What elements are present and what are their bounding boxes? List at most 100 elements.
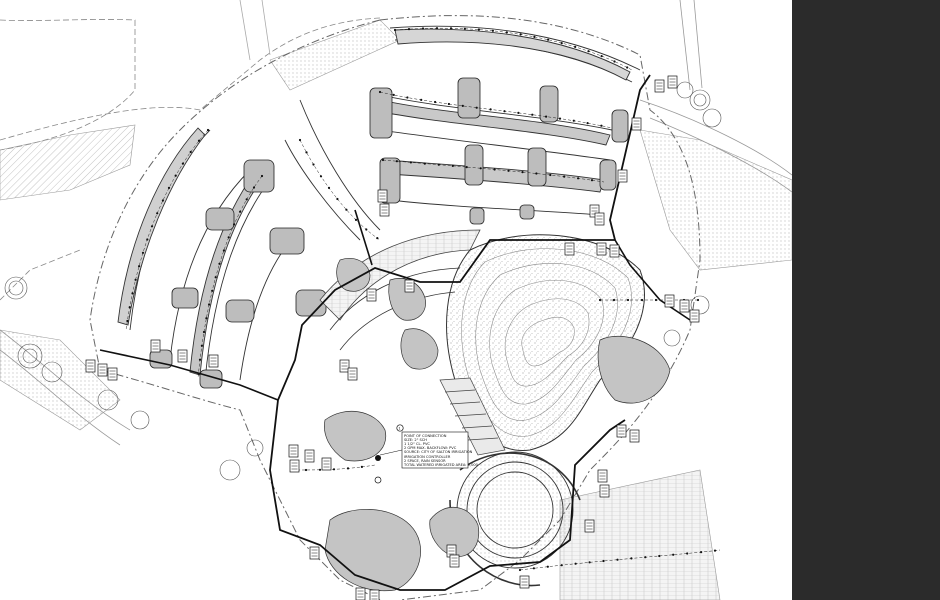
sprinkler-head-icon — [475, 106, 478, 109]
sprinkler-head-icon — [626, 298, 630, 302]
irrigation-mainline-west — [99, 209, 691, 401]
sprinkler-head-icon — [600, 55, 603, 58]
sprinkler-head-icon — [503, 110, 506, 113]
sprinkler-head-icon — [214, 276, 217, 279]
sprinkler-head-icon — [206, 128, 210, 132]
sprinkler-head-icon — [392, 93, 395, 96]
sprinkler-head-icon — [532, 567, 536, 570]
sprinkler-head-icon — [518, 568, 522, 572]
callout-line-4: 2 GPM MAX. BACKFLOW: PVC — [404, 446, 457, 450]
sprinkler-head-icon — [126, 319, 129, 323]
sprinkler-head-icon — [346, 467, 350, 470]
sprinkler-head-icon — [451, 164, 454, 167]
sprinkler-head-icon — [345, 208, 348, 211]
sprinkler-head-icon — [260, 174, 264, 178]
parking-lot-north — [284, 25, 641, 241]
sprinkler-head-icon — [672, 553, 675, 556]
sprinkler-head-icon — [658, 554, 661, 558]
sprinkler-head-icon — [493, 168, 496, 171]
sprinkler-head-icon — [197, 139, 201, 142]
sprinkler-head-icon — [252, 186, 256, 189]
sprinkler-head-icon — [409, 161, 412, 164]
sprinkler-head-icon — [546, 565, 549, 568]
sprinkler-head-icon — [202, 330, 206, 334]
hatched-areas — [0, 19, 792, 600]
sprinkler-head-icon — [616, 558, 619, 561]
sprinkler-head-icon — [222, 249, 225, 252]
sprinkler-head-icon — [479, 167, 482, 170]
sprinkler-head-icon — [211, 289, 214, 292]
sprinkler-head-icon — [181, 162, 184, 165]
valve-tags — [85, 75, 700, 600]
sprinkler-head-icon — [365, 228, 368, 231]
sprinkler-head-icon — [505, 31, 508, 34]
sprinkler-head-icon — [395, 160, 398, 163]
sprinkler-head-icon — [141, 251, 145, 254]
sprinkler-head-icon — [626, 66, 629, 69]
sprinkler-head-icon — [174, 174, 177, 177]
sprinkler-head-icon — [586, 122, 589, 125]
sprinkler-head-icon — [376, 237, 379, 240]
callout-box — [401, 431, 469, 469]
valve-tag-icon[interactable] — [369, 589, 380, 600]
sprinkler-head-icon — [700, 551, 703, 554]
sprinkler-head-icon — [298, 138, 302, 142]
viewer-side-panel — [792, 0, 940, 600]
sprinkler-head-icon — [465, 166, 468, 169]
sprinkler-head-icon — [423, 162, 426, 165]
sprinkler-head-icon — [545, 115, 548, 118]
point-of-connection-callout[interactable]: 1 POINT OF CONNECTION SIZE: 2" SCH 1 1/2… — [374, 424, 479, 484]
sprinkler-head-icon — [227, 236, 230, 239]
sprinkler-head-icon — [531, 113, 534, 116]
sprinkler-head-icon — [312, 163, 315, 166]
irrigation-mainline — [269, 74, 651, 591]
sprinkler-head-icon — [208, 303, 211, 306]
sprinkler-head-icon — [574, 562, 577, 565]
sprinkler-head-icon — [319, 175, 323, 178]
callout-line-8: TOTAL WATERED IRRIGATED AREA: 0,000 — [403, 463, 479, 467]
callout-number: 1 — [398, 427, 400, 431]
sprinkler-head-icon — [533, 35, 536, 39]
sprinkler-head-icon — [381, 158, 385, 162]
sprinkler-head-icon — [150, 225, 154, 228]
sprinkler-head-icon — [587, 50, 590, 53]
site-plan-sheet[interactable]: 1 POINT OF CONNECTION SIZE: 2" SCH 1 1/2… — [0, 0, 792, 600]
sprinkler-head-icon — [434, 100, 437, 104]
sprinkler-head-icon — [590, 179, 594, 182]
sprinkler-head-icon — [156, 212, 159, 215]
sprinkler-head-icon — [233, 223, 236, 226]
sprinkler-head-icon — [336, 197, 339, 201]
sprinkler-head-icon — [547, 38, 550, 41]
sprinkler-head-icon — [519, 33, 522, 36]
sprinkler-head-icon — [161, 199, 164, 202]
sprinkler-head-icon — [167, 186, 171, 189]
sprinkler-head-icon — [461, 104, 464, 107]
sprinkler-head-icon — [572, 119, 575, 122]
callout-line-5: SOURCE: CITY OF SALTON IRRIGATION — [404, 450, 473, 454]
sprinkler-head-icon — [354, 218, 358, 221]
sprinkler-head-icon — [477, 28, 480, 31]
sprinkler-head-icon — [131, 292, 134, 295]
callout-number-icon — [396, 424, 404, 432]
sprinkler-head-icon — [588, 561, 591, 564]
sprinkler-head-icon — [437, 163, 440, 166]
sprinkler-head-icon — [563, 175, 566, 178]
sprinkler-head-icon — [535, 172, 538, 175]
sprinkler-head-icon — [612, 298, 616, 302]
sprinkler-head-icon — [407, 28, 411, 31]
sprinkler-head-icon — [517, 111, 520, 114]
sprinkler-head-icon — [189, 150, 192, 154]
sprinkler-head-icon — [489, 108, 492, 111]
sprinkler-head-icon — [613, 60, 616, 63]
sprinkler-head-icon — [574, 45, 577, 49]
sprinkler-head-icon — [577, 177, 580, 180]
sprinkler-head-icon — [435, 27, 439, 30]
sprinkler-head-icon — [378, 90, 382, 94]
sprinkler-head-icon — [327, 186, 331, 189]
sprinkler-head-icon — [406, 96, 409, 99]
plaza-paving — [319, 229, 481, 321]
sprinkler-head-icon — [560, 564, 563, 567]
pond — [446, 234, 645, 451]
sprinkler-head-icon — [463, 27, 466, 30]
